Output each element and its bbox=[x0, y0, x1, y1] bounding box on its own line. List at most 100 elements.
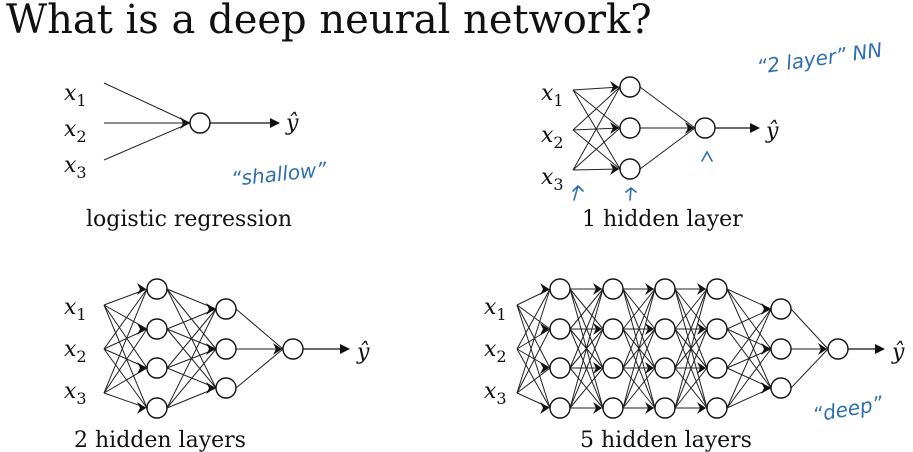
connection-arrowhead bbox=[697, 402, 706, 414]
connection-line bbox=[569, 367, 604, 409]
slide-title: What is a deep neural network? bbox=[6, 0, 652, 43]
connection-lines bbox=[572, 86, 696, 171]
hidden-neuron bbox=[146, 318, 168, 340]
connection-arrowhead bbox=[180, 117, 189, 129]
output-label-yhat: ŷ bbox=[765, 119, 779, 144]
connection-line bbox=[572, 168, 621, 171]
connection-arrowhead bbox=[610, 122, 619, 134]
output-neuron bbox=[189, 112, 211, 134]
connection-arrowhead bbox=[645, 362, 654, 374]
hidden-neuron bbox=[602, 278, 624, 300]
connection-line bbox=[516, 348, 551, 369]
connection-line bbox=[674, 288, 708, 409]
logistic-regression-diagram: x1 x2 x3 ŷ logistic regression bbox=[64, 81, 299, 232]
output-arrowhead bbox=[875, 344, 885, 354]
connection-line bbox=[674, 328, 708, 409]
neuron-nodes bbox=[610, 76, 760, 180]
hidden-neuron bbox=[619, 76, 641, 98]
connection-line bbox=[726, 288, 772, 350]
connection-line bbox=[103, 82, 191, 124]
connection-arrowhead bbox=[593, 402, 602, 414]
connection-line bbox=[622, 288, 656, 369]
output-neuron bbox=[282, 338, 304, 360]
input-label-x1: x1 bbox=[541, 81, 564, 110]
output-arrowhead bbox=[270, 118, 280, 128]
connection-lines bbox=[103, 288, 284, 409]
output-label-yhat: ŷ bbox=[285, 111, 299, 136]
connection-arrowhead bbox=[593, 323, 602, 335]
input-layer-arrow-mark bbox=[572, 184, 584, 201]
connection-arrowhead bbox=[540, 323, 549, 335]
connection-line bbox=[569, 288, 604, 369]
connection-line bbox=[516, 367, 551, 394]
connection-line bbox=[622, 288, 656, 409]
connection-arrowhead bbox=[610, 163, 619, 175]
connection-arrowhead bbox=[645, 323, 654, 335]
connection-line bbox=[572, 89, 621, 170]
connection-line bbox=[166, 328, 217, 389]
five-hidden-layers-diagram: x1 x2 x3 ŷ 5 hidden layers bbox=[484, 278, 905, 452]
hidden-neuron bbox=[619, 117, 641, 139]
output-label-yhat: ŷ bbox=[891, 340, 905, 365]
hidden-neuron bbox=[215, 338, 237, 360]
connection-line bbox=[622, 367, 656, 409]
connection-line bbox=[235, 348, 284, 389]
caption-two-hidden-layers: 2 hidden layers bbox=[74, 428, 246, 452]
connection-line bbox=[674, 288, 708, 369]
output-neuron bbox=[827, 338, 849, 360]
neuron-nodes bbox=[540, 278, 885, 419]
input-label-x3: x3 bbox=[541, 165, 564, 194]
connection-line bbox=[516, 304, 551, 409]
connection-line bbox=[235, 308, 284, 350]
connection-line bbox=[103, 288, 148, 394]
connection-arrowhead bbox=[593, 283, 602, 295]
connection-line bbox=[569, 288, 604, 409]
hidden-neuron bbox=[619, 158, 641, 180]
connection-line bbox=[790, 348, 829, 389]
connection-arrowhead bbox=[610, 81, 619, 93]
connection-arrowhead bbox=[593, 362, 602, 374]
connection-arrowhead bbox=[540, 402, 549, 414]
connection-line bbox=[103, 348, 148, 409]
connection-arrowhead bbox=[761, 382, 770, 394]
caption-five-hidden-layers: 5 hidden layers bbox=[580, 428, 752, 452]
connection-line bbox=[572, 89, 621, 129]
input-label-x3: x3 bbox=[64, 153, 87, 182]
connection-line bbox=[103, 328, 148, 394]
connection-arrowhead bbox=[685, 122, 694, 134]
neuron-nodes bbox=[180, 112, 280, 134]
output-arrowhead bbox=[340, 344, 350, 354]
output-layer-arrow-mark bbox=[701, 150, 713, 162]
connection-line bbox=[103, 122, 191, 161]
output-neuron bbox=[694, 117, 716, 139]
input-label-x2: x2 bbox=[484, 337, 507, 366]
input-label-x2: x2 bbox=[541, 123, 564, 152]
connection-line bbox=[103, 367, 148, 394]
connection-line bbox=[516, 328, 551, 394]
connection-lines bbox=[103, 82, 191, 161]
hidden-neuron bbox=[770, 298, 792, 320]
annotation-shallow: “shallow” bbox=[230, 157, 328, 191]
one-hidden-layer-diagram: x1 x2 x3 ŷ 1 hidden layer bbox=[541, 76, 779, 232]
hidden-neuron bbox=[706, 397, 728, 419]
connection-line bbox=[572, 129, 621, 170]
hidden-neuron bbox=[770, 377, 792, 399]
connection-line bbox=[516, 304, 551, 369]
connection-arrowhead bbox=[206, 343, 215, 355]
connection-arrowhead bbox=[273, 343, 282, 355]
input-label-x2: x2 bbox=[64, 337, 87, 366]
connection-line bbox=[674, 288, 708, 330]
connection-arrowhead bbox=[697, 362, 706, 374]
input-label-x2: x2 bbox=[64, 117, 87, 146]
connection-arrowhead bbox=[137, 402, 146, 414]
connection-arrowhead bbox=[206, 303, 215, 315]
hidden-neuron bbox=[706, 318, 728, 340]
input-label-x1: x1 bbox=[64, 295, 87, 324]
hidden-neuron bbox=[215, 377, 237, 399]
hidden-neuron bbox=[770, 338, 792, 360]
hidden-neuron bbox=[602, 357, 624, 379]
connection-line bbox=[516, 288, 551, 350]
annotation-deep: “deep” bbox=[811, 391, 885, 427]
connection-line bbox=[166, 288, 217, 350]
hidden-neuron bbox=[654, 357, 676, 379]
